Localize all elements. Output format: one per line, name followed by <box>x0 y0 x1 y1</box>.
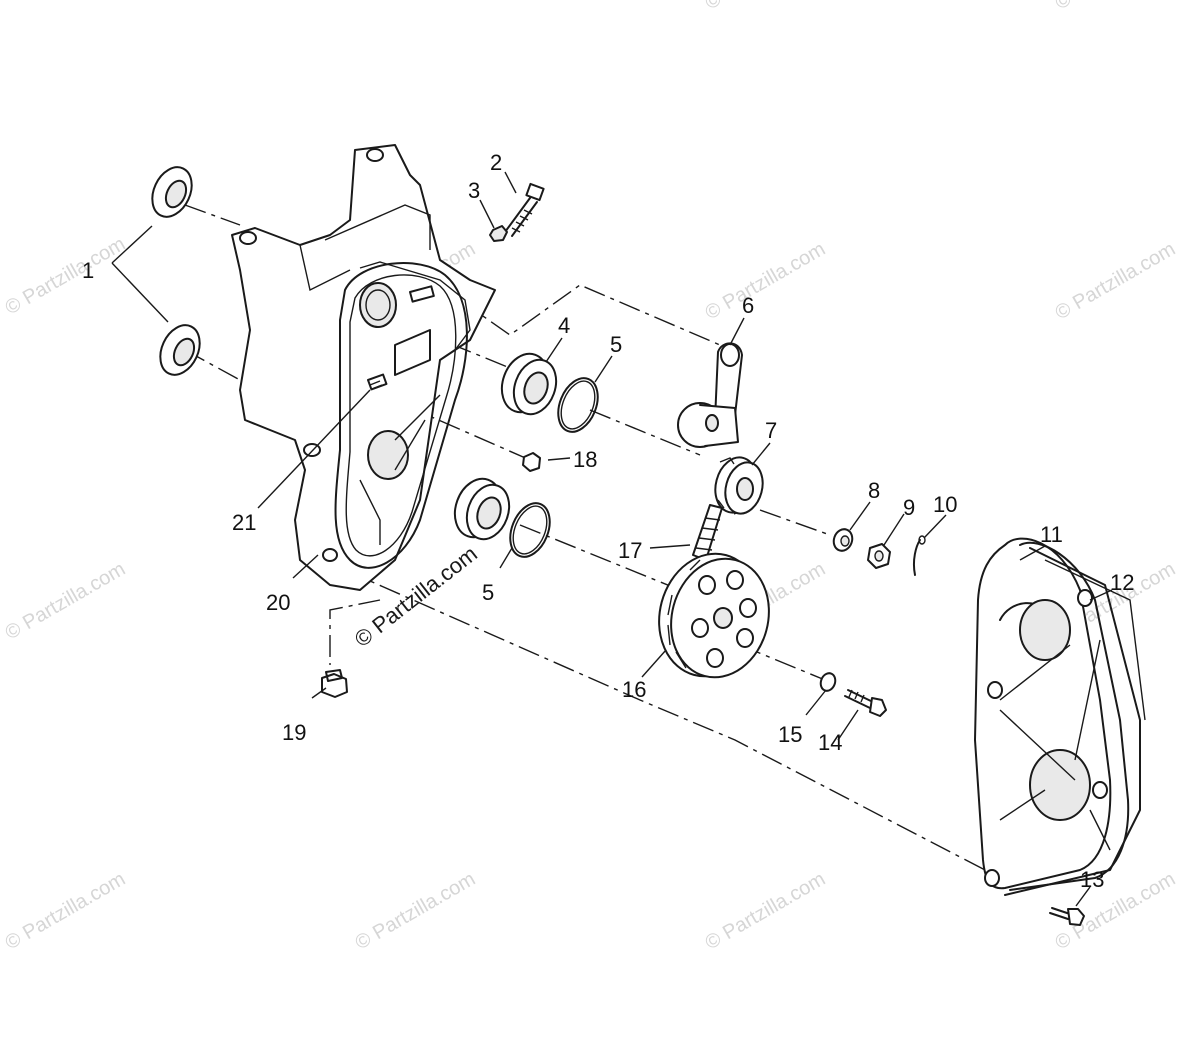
watermark: © Partzilla.com <box>1052 238 1180 324</box>
callout-16: 16 <box>622 677 646 702</box>
callout-19: 19 <box>282 720 306 745</box>
bearing-4 <box>500 352 558 416</box>
callout-5b: 5 <box>482 580 494 605</box>
chain-17 <box>692 504 723 561</box>
sprocket-7 <box>714 456 764 515</box>
snap-ring-5-upper <box>557 377 599 433</box>
watermark: © Partzilla.com <box>352 868 480 954</box>
bearing-lower <box>453 477 511 541</box>
drain-plug-19 <box>321 669 348 698</box>
washer-15 <box>819 672 837 692</box>
callout-20: 20 <box>266 590 290 615</box>
watermark: © Partzilla.com <box>2 868 130 954</box>
watermark: © Partzilla.com <box>702 0 830 14</box>
callout-8: 8 <box>868 478 880 503</box>
callout-12: 12 <box>1110 570 1134 595</box>
callout-5a: 5 <box>610 332 622 357</box>
stud-21 <box>367 373 388 391</box>
callout-10: 10 <box>933 492 957 517</box>
callout-4: 4 <box>558 313 570 338</box>
callout-9: 9 <box>903 495 915 520</box>
callout-3: 3 <box>468 178 480 203</box>
watermark: © Partzilla.com <box>2 233 130 319</box>
callout-2: 2 <box>490 150 502 175</box>
nut-9 <box>867 543 891 569</box>
chaincase-housing <box>231 144 496 591</box>
watermark: © Partzilla.com <box>1052 0 1180 14</box>
tensioner-arm-6 <box>677 342 743 448</box>
callout-17: 17 <box>618 538 642 563</box>
watermark: © Partzilla.com <box>702 238 830 324</box>
washer-8 <box>832 528 854 552</box>
callout-15: 15 <box>778 722 802 747</box>
callouts: 1 2 3 4 5 6 7 8 9 10 11 12 13 14 15 16 1… <box>82 150 1134 892</box>
bolt-13 <box>1049 907 1085 926</box>
watermark: © Partzilla.com <box>2 558 130 644</box>
callout-14: 14 <box>818 730 842 755</box>
callout-1: 1 <box>82 258 94 283</box>
bolt-2 <box>504 182 545 237</box>
seal-1-lower <box>159 324 201 376</box>
sprocket-16 <box>658 552 770 679</box>
nut-3 <box>489 225 508 242</box>
chaincase-cover-11-12 <box>974 537 1146 896</box>
watermark: © Partzilla.com <box>702 868 830 954</box>
seal-1-upper <box>151 166 193 218</box>
leader-lines <box>111 171 1113 907</box>
snap-ring-5-lower <box>509 502 551 558</box>
callout-11: 11 <box>1040 522 1063 547</box>
callout-7: 7 <box>765 418 777 443</box>
callout-6: 6 <box>742 293 754 318</box>
nut-18 <box>522 452 541 472</box>
bolt-14 <box>844 689 887 717</box>
cotter-pin-10 <box>912 535 926 576</box>
callout-21: 21 <box>232 510 256 535</box>
callout-13: 13 <box>1080 867 1104 892</box>
callout-18: 18 <box>573 447 597 472</box>
